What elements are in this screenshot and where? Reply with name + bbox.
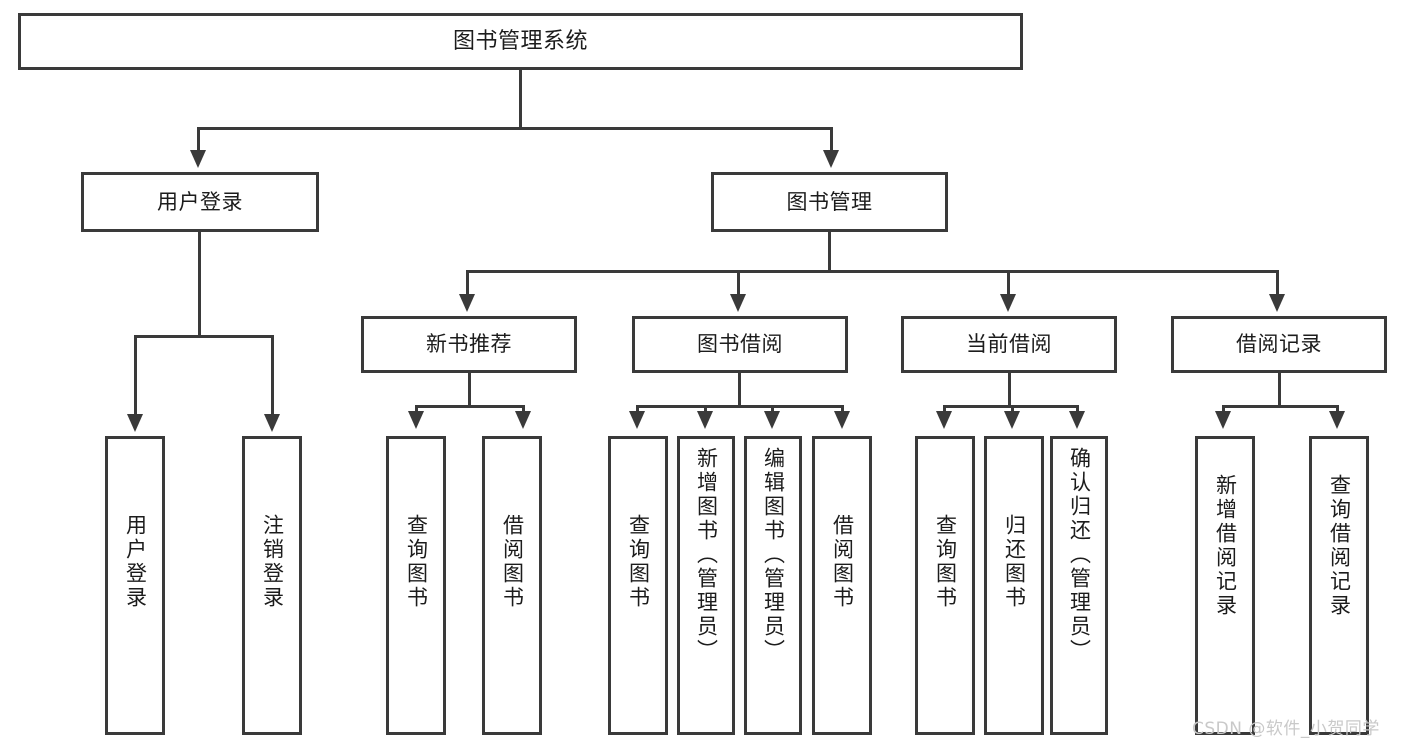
connector-drop-current-borrow [1007,270,1010,296]
arrowhead-bb-leaf-1 [629,411,645,429]
leaf-label: 新增借阅记录 [1213,474,1238,618]
leaf-add-borrow-record[interactable]: 新增借阅记录 [1195,436,1255,735]
leaf-logout[interactable]: 注销登录 [242,436,302,735]
connector-user-login-stem [198,232,201,335]
arrowhead-book-manage [823,150,839,168]
node-label: 图书管理 [786,189,873,214]
leaf-confirm-return-admin[interactable]: 确认归还（管理员） [1050,436,1108,735]
connector-new-book-stem [468,373,471,405]
connector-drop-borrow-record [1276,270,1279,296]
arrowhead-bb-leaf-3 [764,411,780,429]
arrowhead-bb-leaf-4 [834,411,850,429]
leaf-query-book-current[interactable]: 查询图书 [915,436,975,735]
node-book-management[interactable]: 图书管理 [711,172,948,232]
leaf-borrow-book-recommend[interactable]: 借阅图书 [482,436,542,735]
node-label: 图书管理系统 [452,28,588,54]
leaf-borrow-book-borrow[interactable]: 借阅图书 [812,436,872,735]
connector-drop-book-borrow [737,270,740,296]
watermark-credit: CSDN @软件_小贺同学 [1192,719,1380,739]
connector-user-login-bus [134,335,274,338]
node-root-system[interactable]: 图书管理系统 [18,13,1023,70]
connector-new-book-bus [415,405,525,408]
leaf-label: 借阅图书 [830,514,855,610]
arrowhead-book-borrow [730,294,746,312]
connector-drop-leaf-user-login [134,335,137,416]
connector-level3-bus [466,270,1279,273]
connector-drop-user-login [197,127,200,152]
connector-borrow-record-stem [1278,373,1281,405]
node-label: 图书借阅 [697,332,783,357]
arrowhead-cb-leaf-1 [936,411,952,429]
leaf-query-book-recommend[interactable]: 查询图书 [386,436,446,735]
connector-book-manage-stem [828,232,831,270]
connector-book-borrow-stem [738,373,741,405]
connector-drop-book-manage [830,127,833,152]
node-label: 借阅记录 [1236,332,1322,357]
leaf-edit-book-admin[interactable]: 编辑图书（管理员） [744,436,802,735]
connector-book-borrow-bus [636,405,844,408]
connector-borrow-record-bus [1222,405,1339,408]
leaf-label: 新增图书（管理员） [694,447,719,663]
node-label: 用户登录 [157,189,243,214]
arrowhead-br-leaf-2 [1329,411,1345,429]
leaf-label: 用户登录 [123,514,148,610]
leaf-label: 注销登录 [260,514,285,610]
leaf-label: 查询图书 [933,514,958,610]
leaf-add-book-admin[interactable]: 新增图书（管理员） [677,436,735,735]
node-new-book-recommend[interactable]: 新书推荐 [361,316,577,373]
connector-root-stem [519,70,522,127]
leaf-query-borrow-record[interactable]: 查询借阅记录 [1309,436,1369,735]
arrowhead-bb-leaf-2 [697,411,713,429]
arrowhead-nb-leaf-2 [515,411,531,429]
arrowhead-borrow-record [1269,294,1285,312]
arrowhead-cb-leaf-3 [1069,411,1085,429]
leaf-label: 查询图书 [404,514,429,610]
arrowhead-br-leaf-1 [1215,411,1231,429]
connector-drop-new-book [466,270,469,296]
node-label: 新书推荐 [426,332,512,357]
node-borrow-record[interactable]: 借阅记录 [1171,316,1387,373]
leaf-label: 确认归还（管理员） [1067,447,1092,663]
arrowhead-leaf-user-login [127,414,143,432]
leaf-label: 借阅图书 [500,514,525,610]
leaf-label: 编辑图书（管理员） [761,447,786,663]
connector-root-bus [197,127,833,130]
leaf-label: 查询图书 [626,514,651,610]
node-label: 当前借阅 [966,332,1052,357]
node-current-borrow[interactable]: 当前借阅 [901,316,1117,373]
arrowhead-current-borrow [1000,294,1016,312]
leaf-label: 查询借阅记录 [1327,474,1352,618]
arrowhead-user-login [190,150,206,168]
node-user-login[interactable]: 用户登录 [81,172,319,232]
leaf-user-login[interactable]: 用户登录 [105,436,165,735]
arrowhead-cb-leaf-2 [1004,411,1020,429]
arrowhead-new-book [459,294,475,312]
arrowhead-leaf-logout [264,414,280,432]
connector-current-borrow-stem [1008,373,1011,405]
leaf-query-book-borrow[interactable]: 查询图书 [608,436,668,735]
leaf-label: 归还图书 [1002,514,1027,610]
node-book-borrow[interactable]: 图书借阅 [632,316,848,373]
connector-drop-leaf-logout [271,335,274,416]
arrowhead-nb-leaf-1 [408,411,424,429]
leaf-return-book[interactable]: 归还图书 [984,436,1044,735]
